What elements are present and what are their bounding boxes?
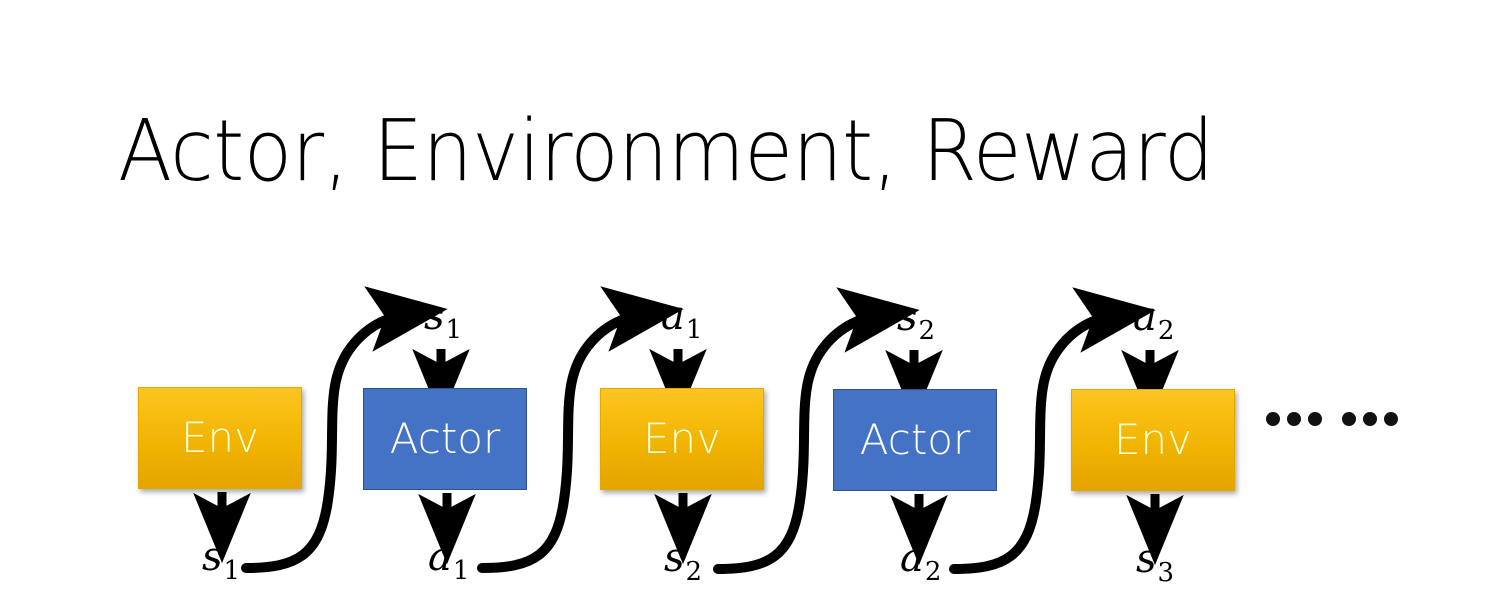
label-top-action-1: a1 <box>661 293 702 343</box>
symbol: s <box>1136 536 1157 582</box>
subscript: 2 <box>918 316 936 346</box>
subscript: 2 <box>1157 316 1175 346</box>
label-bottom-state-3: s3 <box>1136 536 1174 586</box>
node-env-3[interactable]: Env <box>1071 389 1235 491</box>
node-env-1[interactable]: Env <box>138 387 302 489</box>
subscript: 1 <box>452 556 470 586</box>
symbol: a <box>428 534 452 580</box>
symbol: s <box>664 535 685 581</box>
node-actor-2[interactable]: Actor <box>833 389 997 491</box>
node-label: Actor <box>389 414 501 463</box>
ellipsis-continuation <box>1266 412 1398 426</box>
subscript: 2 <box>685 557 703 587</box>
label-top-action-2: a2 <box>1133 294 1174 344</box>
subscript: 3 <box>1157 558 1175 588</box>
label-top-state-1: s1 <box>424 293 462 343</box>
symbol: a <box>1133 294 1157 340</box>
symbol: s <box>202 534 223 580</box>
label-bottom-action-2: a2 <box>900 535 941 585</box>
node-label: Env <box>1113 415 1192 464</box>
ellipsis-dot <box>1266 412 1280 426</box>
symbol: s <box>897 294 918 340</box>
label-bottom-action-1: a1 <box>428 534 469 584</box>
ellipsis-dot <box>1342 412 1356 426</box>
node-label: Env <box>180 413 259 462</box>
subscript: 1 <box>445 315 463 345</box>
ellipsis-dot <box>1287 412 1301 426</box>
symbol: a <box>661 293 685 339</box>
label-bottom-state-2: s2 <box>664 535 702 585</box>
ellipsis-gap <box>1329 419 1335 420</box>
node-env-2[interactable]: Env <box>600 388 764 490</box>
label-bottom-state-1: s1 <box>202 534 240 584</box>
label-top-state-2: s2 <box>897 294 935 344</box>
node-label: Actor <box>859 415 971 464</box>
ellipsis-dot <box>1308 412 1322 426</box>
symbol: s <box>424 293 445 339</box>
subscript: 1 <box>223 556 241 586</box>
subscript: 1 <box>685 315 703 345</box>
ellipsis-dot <box>1363 412 1377 426</box>
node-label: Env <box>642 414 721 463</box>
ellipsis-dot <box>1384 412 1398 426</box>
node-actor-1[interactable]: Actor <box>363 388 527 490</box>
page-title: Actor, Environment, Reward <box>118 102 1214 201</box>
symbol: a <box>900 535 924 581</box>
subscript: 2 <box>924 557 942 587</box>
